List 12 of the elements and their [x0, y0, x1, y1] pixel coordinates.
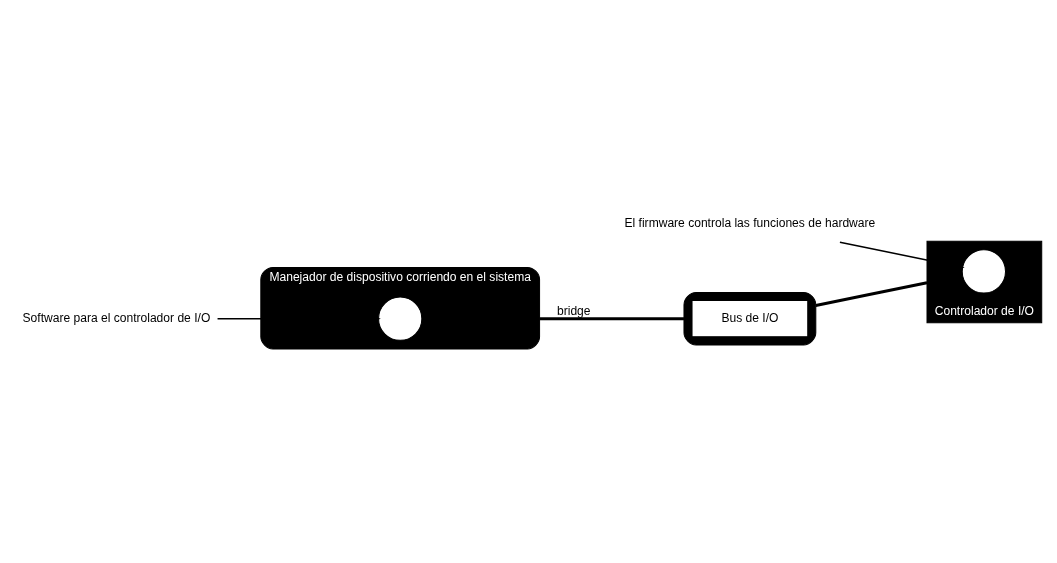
arrow — [839, 241, 965, 270]
node-text: El firmware controla las funciones de hardware — [624, 216, 876, 231]
node-text: Software para el controlador de I/O — [22, 310, 211, 325]
cluster: Manejador de dispositivo corriendo en el sistema — [260, 266, 541, 350]
edge-label: bridge — [557, 304, 591, 319]
cluster — [683, 292, 817, 346]
node-box: Bus de I/O — [691, 300, 809, 338]
node-circle — [961, 249, 1006, 294]
cluster: Controlador de I/O — [926, 240, 1043, 324]
node-circle — [378, 296, 423, 341]
connector — [815, 281, 928, 307]
connector — [539, 317, 684, 321]
